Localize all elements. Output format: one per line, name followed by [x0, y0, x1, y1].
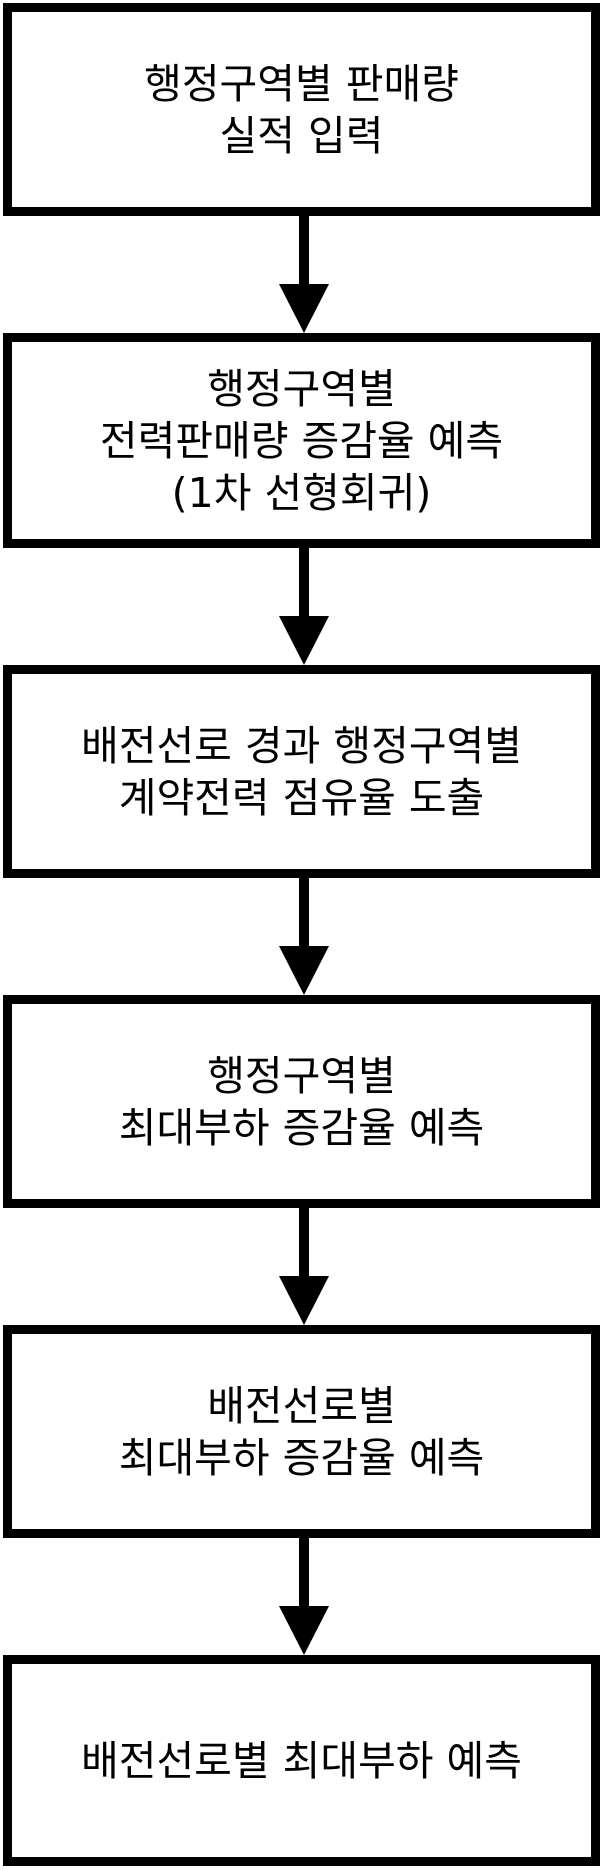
- arrow-2-to-3: [279, 548, 329, 665]
- step-text-1: 행정구역별 판매량 실적 입력: [144, 58, 459, 162]
- arrow-3-to-4: [279, 878, 329, 995]
- step-text-5: 배전선로별 최대부하 증감율 예측: [119, 1380, 485, 1484]
- step-1-line-2: 실적 입력: [219, 111, 384, 160]
- step-2-line-3: (1차 선형회귀): [171, 468, 432, 517]
- step-box-6: 배전선로별 최대부하 예측: [3, 1655, 600, 1866]
- step-3-line-1: 배전선로 경과 행정구역별: [81, 721, 522, 770]
- step-1-line-1: 행정구역별 판매량: [144, 59, 459, 108]
- step-box-4: 행정구역별 최대부하 증감율 예측: [3, 995, 600, 1208]
- step-3-line-2: 계약전력 점유율 도출: [118, 773, 485, 822]
- step-text-6: 배전선로별 최대부하 예측: [81, 1735, 522, 1787]
- step-text-4: 행정구역별 최대부하 증감율 예측: [119, 1050, 485, 1154]
- step-5-line-2: 최대부하 증감율 예측: [118, 1433, 485, 1482]
- step-box-1: 행정구역별 판매량 실적 입력: [3, 3, 600, 216]
- step-text-3: 배전선로 경과 행정구역별 계약전력 점유율 도출: [81, 720, 522, 824]
- step-box-2: 행정구역별 전력판매량 증감율 예측 (1차 선형회귀): [3, 333, 600, 548]
- step-6-line-1: 배전선로별 최대부하 예측: [81, 1736, 522, 1785]
- step-5-line-1: 배전선로별: [207, 1381, 396, 1430]
- step-text-2: 행정구역별 전력판매량 증감율 예측 (1차 선형회귀): [100, 363, 503, 519]
- step-2-line-2: 전력판매량 증감율 예측: [99, 416, 504, 465]
- arrow-1-to-2: [279, 216, 329, 333]
- arrow-5-to-6: [279, 1538, 329, 1655]
- step-2-line-1: 행정구역별: [207, 364, 396, 413]
- step-4-line-1: 행정구역별: [207, 1051, 396, 1100]
- step-box-3: 배전선로 경과 행정구역별 계약전력 점유율 도출: [3, 665, 600, 878]
- arrow-4-to-5: [279, 1208, 329, 1325]
- step-box-5: 배전선로별 최대부하 증감율 예측: [3, 1325, 600, 1538]
- step-4-line-2: 최대부하 증감율 예측: [118, 1103, 485, 1152]
